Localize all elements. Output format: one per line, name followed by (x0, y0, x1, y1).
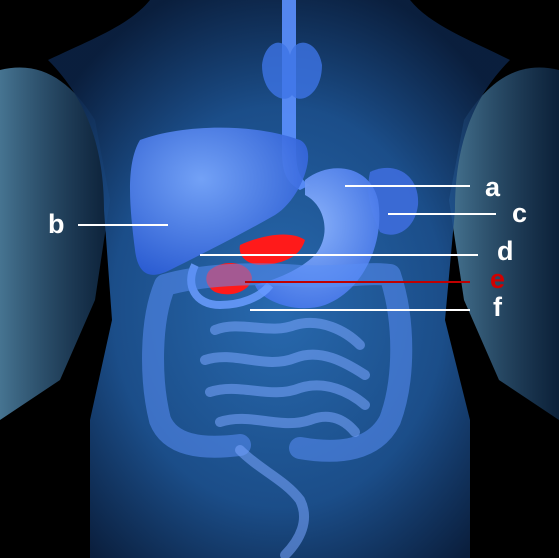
label-a: a (485, 174, 500, 201)
label-b: b (48, 211, 65, 238)
label-c: c (512, 200, 527, 227)
label-d: d (497, 238, 514, 265)
thyroid (262, 43, 322, 99)
label-e: e (490, 266, 505, 293)
label-f: f (493, 294, 502, 321)
